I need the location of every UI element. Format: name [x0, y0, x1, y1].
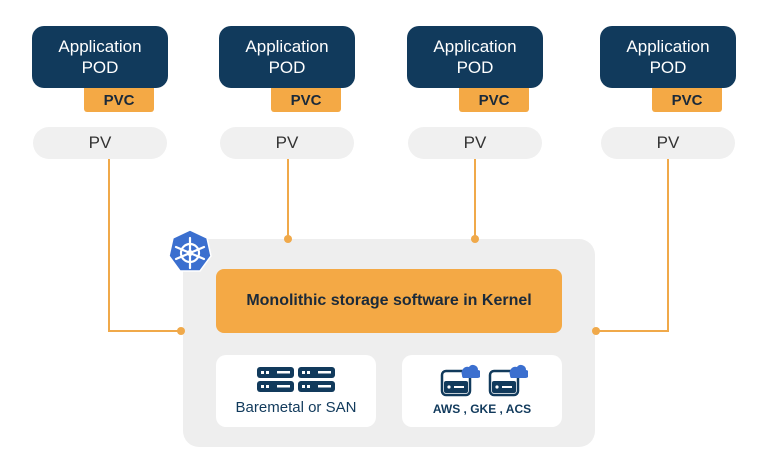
pvc-tab-1: PVC: [84, 88, 154, 112]
pvc-tab-3: PVC: [459, 88, 529, 112]
pod-label-line1: Application: [626, 37, 710, 56]
application-pod-1: Application POD: [32, 26, 168, 88]
pv-pill-2: PV: [220, 127, 354, 159]
kubernetes-helm-icon: [165, 227, 215, 277]
baremetal-label: Baremetal or SAN: [235, 399, 357, 416]
baremetal-card: Baremetal or SAN: [216, 355, 376, 427]
pvc-tab-4: PVC: [652, 88, 722, 112]
connector-dot-3: [471, 235, 479, 243]
cloud-server-icon: [488, 365, 528, 397]
pod-label-line1: Application: [245, 37, 329, 56]
connector-line-2: [287, 159, 289, 239]
pod-label-line2: POD: [456, 58, 494, 77]
server-rack-icon: [257, 367, 335, 392]
pv-pill-4: PV: [601, 127, 735, 159]
pvc-tab-2: PVC: [271, 88, 341, 112]
monolithic-storage-bar: Monolithic storage software in Kernel: [216, 269, 562, 333]
pod-label-line2: POD: [268, 58, 306, 77]
pv-pill-1: PV: [33, 127, 167, 159]
connector-line-1-horizontal: [108, 330, 184, 332]
cloud-providers-label: AWS , GKE , ACS: [432, 402, 532, 416]
pod-label-line1: Application: [433, 37, 517, 56]
connector-line-1-vertical: [108, 159, 110, 331]
connector-line-4-horizontal: [595, 330, 669, 332]
connector-dot-2: [284, 235, 292, 243]
connector-line-4-vertical: [667, 159, 669, 331]
pod-label-line1: Application: [58, 37, 142, 56]
cloud-server-icon: [440, 365, 480, 397]
pv-pill-3: PV: [408, 127, 542, 159]
connector-dot-4: [592, 327, 600, 335]
connector-dot-1: [177, 327, 185, 335]
application-pod-2: Application POD: [219, 26, 355, 88]
pod-label-line2: POD: [649, 58, 687, 77]
cloud-providers-card: AWS , GKE , ACS: [402, 355, 562, 427]
connector-line-3: [474, 159, 476, 239]
pod-label-line2: POD: [81, 58, 119, 77]
application-pod-3: Application POD: [407, 26, 543, 88]
application-pod-4: Application POD: [600, 26, 736, 88]
